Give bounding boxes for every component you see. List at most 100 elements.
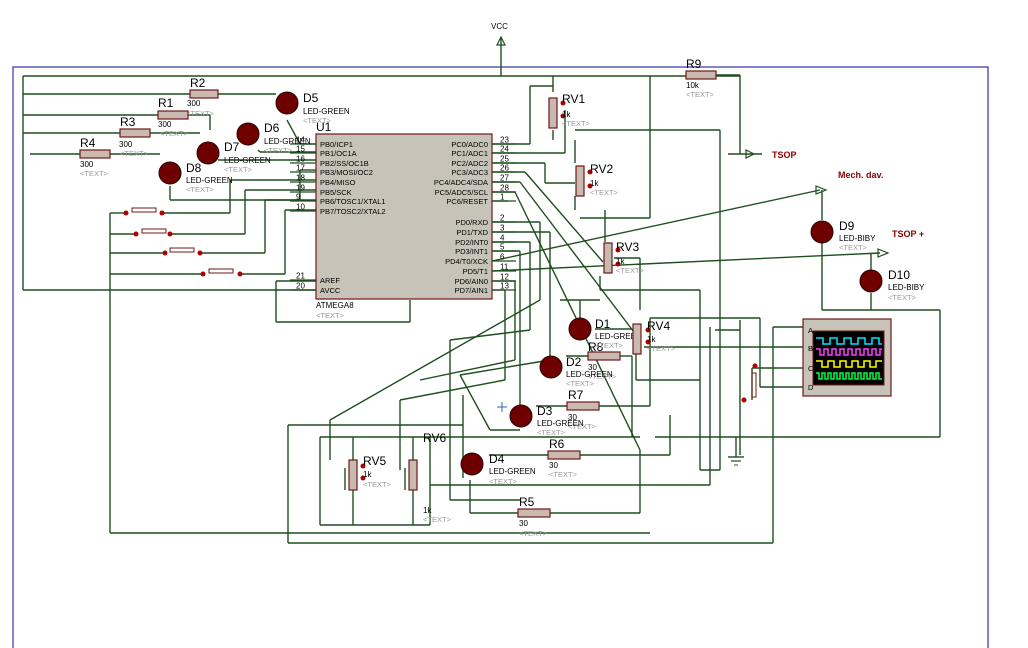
led-d1: D1 LED-GREEN <TEXT> (568, 317, 642, 350)
r3-ref: R3 (120, 115, 136, 129)
r7-value: 30 (568, 413, 577, 422)
mcu-right-pin-num: 2 (500, 214, 505, 223)
rv4-value: 1k (647, 335, 656, 344)
mcu-right-pin-num: 25 (500, 155, 509, 164)
rv6-text: <TEXT> (423, 515, 452, 524)
r2-value: 300 (187, 99, 201, 108)
resistor-r7: R7 30 <TEXT> (566, 388, 600, 431)
mcu-right-pin-name: PD3/INT1 (455, 247, 488, 256)
push-button-3 (162, 247, 203, 256)
rv2-ref: RV2 (590, 162, 613, 176)
rv3-value: 1k (616, 257, 625, 266)
push-button-4 (200, 268, 243, 277)
ground-symbol (728, 437, 744, 466)
resistor-r9: R9 10k <TEXT> (685, 57, 717, 99)
r3-value: 300 (119, 140, 133, 149)
r2-ref: R2 (190, 76, 206, 90)
r1-text: <TEXT> (160, 129, 189, 138)
vcc-label: VCC (491, 22, 508, 31)
d7-ref: D7 (224, 140, 240, 154)
mcu-left-pin-name: PB1/OC1A (320, 149, 357, 158)
cursor-crosshair (497, 402, 507, 412)
pot-rv1: RV1 1k <TEXT> (548, 92, 591, 129)
mcu-part: ATMEGA8 (316, 301, 354, 310)
mcu-left-pin-name: PB0/ICP1 (320, 140, 353, 149)
mcu-right-pin-num: 1 (500, 193, 505, 202)
mcu-right-pin-name: PC4/ADC4/SDA (434, 178, 488, 187)
r1-ref: R1 (158, 96, 174, 110)
rv6-ref: RV6 (423, 431, 446, 445)
tsop-plus-terminal: TSOP + (877, 229, 924, 258)
d6-text: <TEXT> (264, 146, 293, 155)
d2-text: <TEXT> (566, 379, 595, 388)
led-d8: D8 LED-GREEN <TEXT> (158, 161, 233, 194)
r5-ref: R5 (519, 495, 535, 509)
mcu-right-pin-name: PD5/T1 (463, 267, 488, 276)
scope-trace-d (816, 372, 882, 380)
d7-text: <TEXT> (224, 165, 253, 174)
rv1-value: 1k (562, 110, 571, 119)
resistor-r4: R4 300 <TEXT> (79, 136, 111, 178)
scope-ch-d: D (808, 383, 814, 392)
mcu-left-pin-num: 16 (296, 155, 305, 164)
scope-trace-c (816, 360, 882, 368)
r6-text: <TEXT> (549, 470, 578, 479)
rv3-text: <TEXT> (616, 266, 645, 275)
r1-value: 300 (158, 120, 172, 129)
mcu-right-pin-name: PD1/TXD (456, 228, 488, 237)
d6-ref: D6 (264, 121, 280, 135)
scope-trace-b (816, 348, 882, 356)
pot-rv4: RV4 1k <TEXT> (632, 319, 676, 355)
mcu-left-pin-name: PB6/TOSC1/XTAL1 (320, 197, 386, 206)
d10-ref: D10 (888, 268, 910, 282)
mcu-left-pin-num: 18 (296, 174, 305, 183)
d8-text: <TEXT> (186, 185, 215, 194)
resistor-r3: R3 300 <TEXT> (119, 115, 151, 158)
r4-value: 300 (80, 160, 94, 169)
mcu-right-pin-name: PC1/ADC1 (451, 149, 488, 158)
mcu-ref: U1 (316, 120, 332, 134)
r9-ref: R9 (686, 57, 702, 71)
mcu-text: <TEXT> (316, 311, 345, 320)
r6-ref: R6 (549, 437, 565, 451)
mcu-left-pin-num: 10 (296, 203, 305, 212)
r3-text: <TEXT> (120, 149, 149, 158)
mcu-left-pin-num: 15 (296, 145, 305, 154)
d10-text: <TEXT> (888, 293, 917, 302)
mcu-right-pin-name: PC5/ADC5/SCL (435, 188, 488, 197)
d9-ref: D9 (839, 219, 855, 233)
resistor-r6: R6 30 <TEXT> (547, 437, 581, 479)
rv2-text: <TEXT> (590, 188, 619, 197)
mcu-right-pin-num: 28 (500, 184, 509, 193)
d5-ref: D5 (303, 91, 319, 105)
d9-value: LED-BIBY (839, 234, 876, 243)
d3-text: <TEXT> (537, 428, 566, 437)
d9-text: <TEXT> (839, 243, 868, 252)
tsop-label: TSOP (772, 150, 797, 160)
r5-text: <TEXT> (519, 529, 548, 538)
mcu-right-pin-num: 23 (500, 136, 509, 145)
mcu-right-pin-num: 6 (500, 253, 505, 262)
tsop-terminal: TSOP (745, 149, 797, 160)
mcu-right-pin-num: 12 (500, 273, 509, 282)
r8-value: 30 (588, 363, 597, 372)
r9-text: <TEXT> (686, 90, 715, 99)
pot-rv6: RV6 1k <TEXT> (408, 431, 452, 524)
mcu-right-pin-num: 11 (500, 263, 509, 272)
resistor-r5: R5 30 <TEXT> (517, 495, 551, 538)
r5-value: 30 (519, 519, 528, 528)
mcu-right-pin-name: PD0/RXD (455, 218, 488, 227)
d5-text: <TEXT> (303, 116, 332, 125)
rv4-text: <TEXT> (647, 344, 676, 353)
mcu-right-pin-name: PD7/AIN1 (455, 286, 488, 295)
mcu-right-pin-name: PC6/RESET (446, 197, 488, 206)
rv5-text: <TEXT> (363, 480, 392, 489)
r9-value: 10k (686, 81, 700, 90)
mcu-right-pin-name: PD6/AIN0 (455, 277, 488, 286)
wires (22, 74, 941, 544)
mcu-right-pin-name: PD4/T0/XCK (445, 257, 488, 266)
mech-terminal: Mech. dav. (815, 170, 883, 195)
scope-ch-c: C (808, 364, 814, 373)
